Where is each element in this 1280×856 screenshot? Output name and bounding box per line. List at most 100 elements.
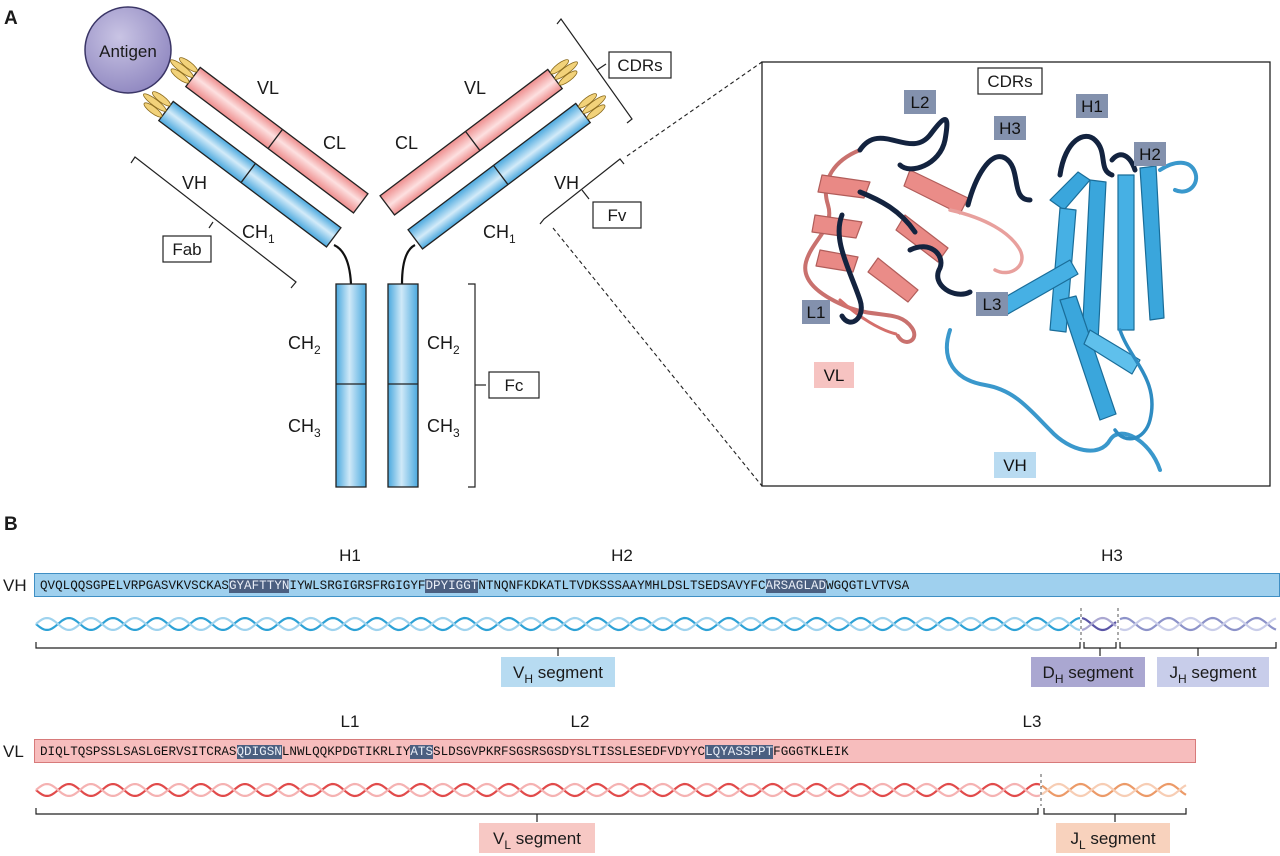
vl-framework-3: SLDSGVPKRFSGSRSGSDYSLTISSLESEDFVDYYC (433, 745, 706, 759)
vl-cdr-l2: ATS (410, 745, 434, 759)
tag-vl: VL (814, 362, 854, 388)
vl-dna-helix (35, 782, 1187, 798)
vl-cdr-l1: QDIGSN (236, 745, 282, 759)
left-light-cdr-tips (170, 57, 198, 84)
fc-left-stem (335, 283, 367, 488)
tag-vh: VH (994, 452, 1036, 478)
vh-segment-brackets (35, 642, 1277, 656)
tag-h1: H1 (1076, 94, 1108, 118)
tag-l1-text: L1 (807, 303, 826, 322)
tag-l2: L2 (904, 90, 936, 114)
fv-bracket (539, 158, 625, 225)
vl-segment-brackets (35, 808, 1187, 822)
fab-label: Fab (172, 240, 201, 259)
cdr-title-h1: H1 (339, 546, 361, 565)
vl-sequence-bar: DIQLTQSPSSLSASLGERVSITCRASQDIGSNLNWLQQKP… (34, 739, 1196, 763)
cdrs-label: CDRs (617, 56, 662, 75)
vh-cdr-h3: ARSAGLAD (765, 579, 827, 593)
helix-vl-strand-1-1 (1041, 782, 1187, 798)
fc-box: Fc (488, 371, 540, 399)
vh-framework-4: WGQGTLVTVSA (826, 579, 910, 593)
vl-v-segment-tag: VL segment (479, 823, 595, 853)
fab-bracket (130, 156, 297, 289)
tag-h2: H2 (1134, 142, 1166, 166)
structure-cdrs-box: CDRs (977, 67, 1043, 95)
helix-vh-strand-1-1 (1081, 616, 1117, 631)
cdr-title-l1: L1 (341, 712, 360, 731)
vh-cdr-h1: GYAFTTYN (228, 579, 290, 593)
hinge-right (400, 244, 416, 285)
antigen: Antigen (84, 6, 172, 94)
tag-vl-text: VL (824, 366, 845, 385)
vl-j-segment-label: JL segment (1070, 829, 1155, 852)
fv-label: Fv (608, 206, 627, 225)
vl-v-segment-label: VL segment (493, 829, 581, 852)
structure-cdrs-label: CDRs (987, 72, 1032, 91)
ch1-right-label: CH1 (483, 222, 516, 246)
cdr-title-h3: H3 (1101, 546, 1123, 565)
vh-d-segment-label: DH segment (1043, 663, 1134, 686)
vh-segment-dividers (1080, 608, 1119, 640)
ch3-right-label: CH3 (427, 416, 460, 440)
cdr-title-l2: L2 (571, 712, 590, 731)
vl-row-label: VL (3, 742, 24, 761)
vh-v-segment-tag: VH segment (501, 657, 615, 687)
tag-h1-text: H1 (1081, 97, 1103, 116)
ch2-right-label: CH2 (427, 333, 460, 357)
vh-j-segment-tag: JH segment (1157, 657, 1269, 687)
tag-l1: L1 (802, 300, 830, 324)
helix-vh-strand-0-0 (35, 616, 1081, 632)
right-light-cdr-tips (550, 59, 578, 86)
tag-vh-text: VH (1003, 456, 1027, 475)
vh-v-segment-label: VH segment (513, 663, 603, 686)
vl-framework-1: DIQLTQSPSSLSASLGERVSITCRAS (40, 745, 237, 759)
hinge-left (333, 243, 353, 285)
vh-framework-3: NTNQNFKDKATLTVDKSSSAAYMHLDSLTSEDSAVYFC (478, 579, 766, 593)
antigen-label: Antigen (99, 42, 157, 61)
helix-vl-strand-0-0 (35, 782, 1041, 798)
fc-bracket (468, 283, 486, 488)
vl-cdr-l3: LQYASSPPT (705, 745, 774, 759)
fab-box: Fab (162, 235, 212, 263)
cl-left-label: CL (323, 133, 346, 153)
vh-left-label: VH (182, 173, 207, 193)
zoom-line-bottom (552, 227, 763, 487)
vh-row-label: VH (3, 576, 27, 595)
tag-h3: H3 (994, 116, 1026, 140)
vl-right-label: VL (464, 78, 486, 98)
helix-vh-strand-0-1 (35, 616, 1081, 632)
fc-right-stem (387, 283, 419, 488)
cdr-loops (836, 117, 1138, 325)
vh-dna-helix (35, 616, 1277, 632)
helix-vh-strand-2-0 (1119, 616, 1277, 632)
vh-j-segment-label: JH segment (1169, 663, 1256, 686)
vh-d-segment-tag: DH segment (1031, 657, 1145, 687)
vh-framework-2: IYWLSRGIGRSFRGIGYF (289, 579, 426, 593)
ch1-left-label: CH1 (242, 222, 275, 246)
vl-framework-2: LNWLQQKPDGTIKRLIY (281, 745, 411, 759)
ch3-left-label: CH3 (288, 416, 321, 440)
panel-b-label: B (4, 514, 18, 535)
cl-right-label: CL (395, 133, 418, 153)
tag-h3-text: H3 (999, 119, 1021, 138)
structure-panel: CDRs L2 H3 H1 H2 L1 L3 VL VH (761, 61, 1271, 487)
cdr-title-h2: H2 (611, 546, 633, 565)
helix-vl-strand-0-1 (35, 782, 1041, 798)
tag-l2-text: L2 (911, 93, 930, 112)
vl-left-label: VL (257, 78, 279, 98)
cdr-title-l3: L3 (1023, 712, 1042, 731)
vh-sequence-bar: QVQLQQSGPELVRPGASVKVSCKASGYAFTTYNIYWLSRG… (34, 573, 1280, 597)
helix-vh-strand-2-1 (1119, 616, 1277, 632)
cdrs-box: CDRs (608, 51, 672, 79)
vl-j-segment-tag: JL segment (1056, 823, 1170, 853)
vh-framework-1: QVQLQQSGPELVRPGASVKVSCKAS (40, 579, 229, 593)
helix-vh-strand-1-0 (1081, 617, 1117, 632)
left-heavy-cdr-tips (143, 91, 171, 118)
vh-domain-ribbon (944, 160, 1199, 472)
fc-label: Fc (505, 376, 524, 395)
tag-l3-text: L3 (983, 295, 1002, 314)
fv-box: Fv (592, 201, 642, 229)
ch2-left-label: CH2 (288, 333, 321, 357)
tag-h2-text: H2 (1139, 145, 1161, 164)
